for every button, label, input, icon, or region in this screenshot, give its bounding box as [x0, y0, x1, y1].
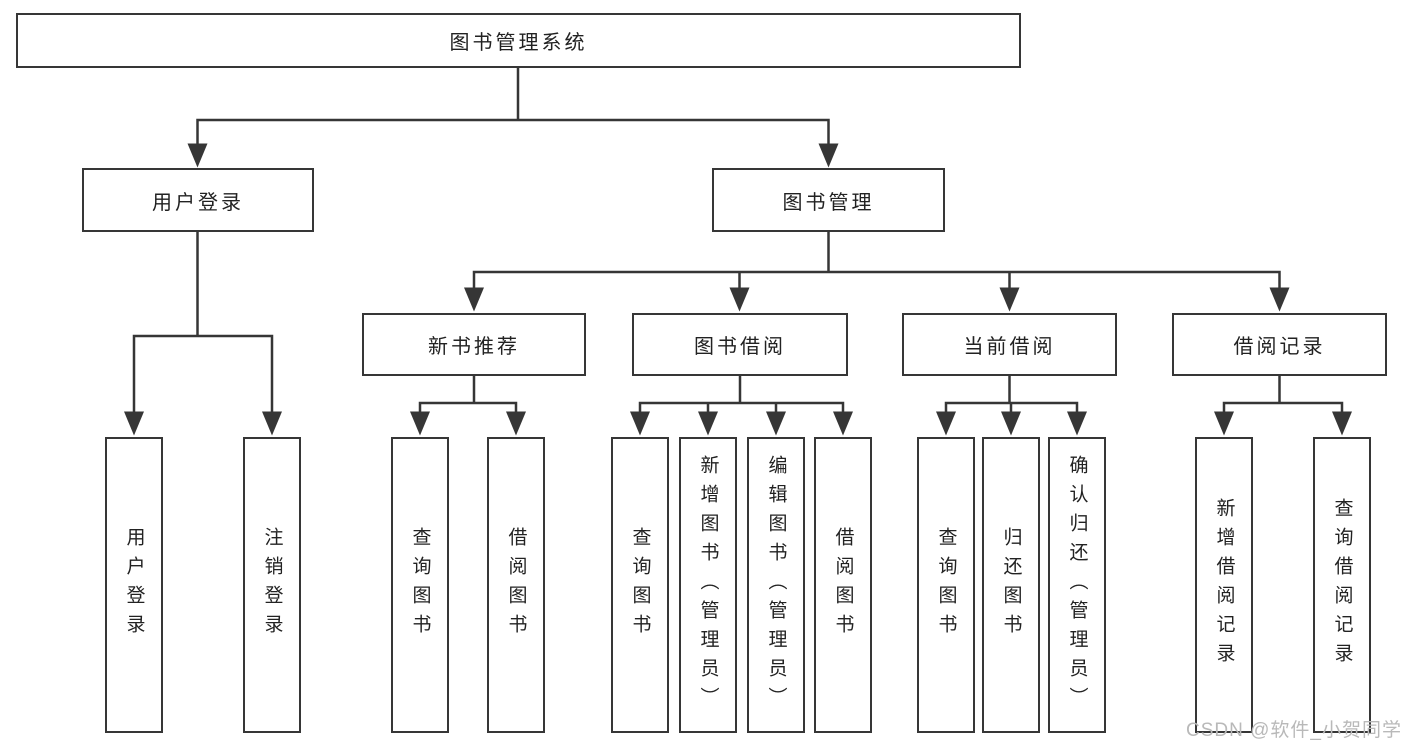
node-book-borrow: 图书借阅	[632, 313, 848, 376]
leaf-borrow-books-recommend: 借阅图书	[487, 437, 545, 733]
node-new-book-recommend: 新书推荐	[362, 313, 586, 376]
arrowhead-icon	[833, 411, 853, 436]
arrowhead-icon	[1332, 411, 1352, 436]
arrowhead-icon	[187, 143, 208, 168]
arrowheads	[124, 143, 1352, 436]
arrowhead-icon	[818, 143, 839, 168]
arrowhead-icon	[936, 411, 956, 436]
arrowhead-icon	[262, 411, 282, 436]
node-current-borrow: 当前借阅	[902, 313, 1117, 376]
leaf-logout-login: 注销登录	[243, 437, 301, 733]
arrowhead-icon	[1067, 411, 1087, 436]
node-root: 图书管理系统	[16, 13, 1021, 68]
csdn-watermark: CSDN @软件_小贺同学	[1186, 720, 1402, 741]
arrowhead-icon	[630, 411, 650, 436]
leaf-query-books-borrow: 查询图书	[611, 437, 669, 733]
leaf-add-borrow-record: 新增借阅记录	[1195, 437, 1253, 733]
node-user-login: 用户登录	[82, 168, 314, 232]
edge-current-borrow-split	[944, 373, 1079, 418]
node-borrow-records: 借阅记录	[1172, 313, 1387, 376]
arrowhead-icon	[999, 287, 1020, 312]
arrowhead-icon	[1269, 287, 1290, 312]
arrowhead-icon	[1001, 411, 1021, 436]
leaf-borrow-books: 借阅图书	[814, 437, 872, 733]
leaf-query-borrow-record: 查询借阅记录	[1313, 437, 1371, 733]
leaf-return-books: 归还图书	[982, 437, 1040, 733]
leaf-user-login: 用户登录	[105, 437, 163, 733]
leaf-query-books-recommend: 查询图书	[391, 437, 449, 733]
arrowhead-icon	[698, 411, 718, 436]
node-book-management: 图书管理	[712, 168, 945, 232]
arrowhead-icon	[464, 287, 484, 312]
edge-root-to-level2	[196, 66, 830, 148]
arrowhead-icon	[506, 411, 526, 436]
arrowhead-icon	[1214, 411, 1234, 436]
edge-book-borrow-split	[638, 373, 845, 418]
arrowhead-icon	[729, 287, 750, 312]
edge-borrow-records-split	[1222, 373, 1344, 418]
arrowhead-icon	[410, 411, 430, 436]
leaf-confirm-return-admin: 确认归还（管理员）	[1048, 437, 1106, 733]
arrowhead-icon	[766, 411, 786, 436]
leaf-add-book-admin: 新增图书（管理员）	[679, 437, 737, 733]
edge-book-management-split	[472, 229, 1281, 294]
edge-new-book-split	[418, 373, 518, 418]
leaf-query-books-current: 查询图书	[917, 437, 975, 733]
arrowhead-icon	[124, 411, 144, 436]
leaf-edit-book-admin: 编辑图书（管理员）	[747, 437, 805, 733]
edge-user-login-split	[132, 229, 274, 418]
